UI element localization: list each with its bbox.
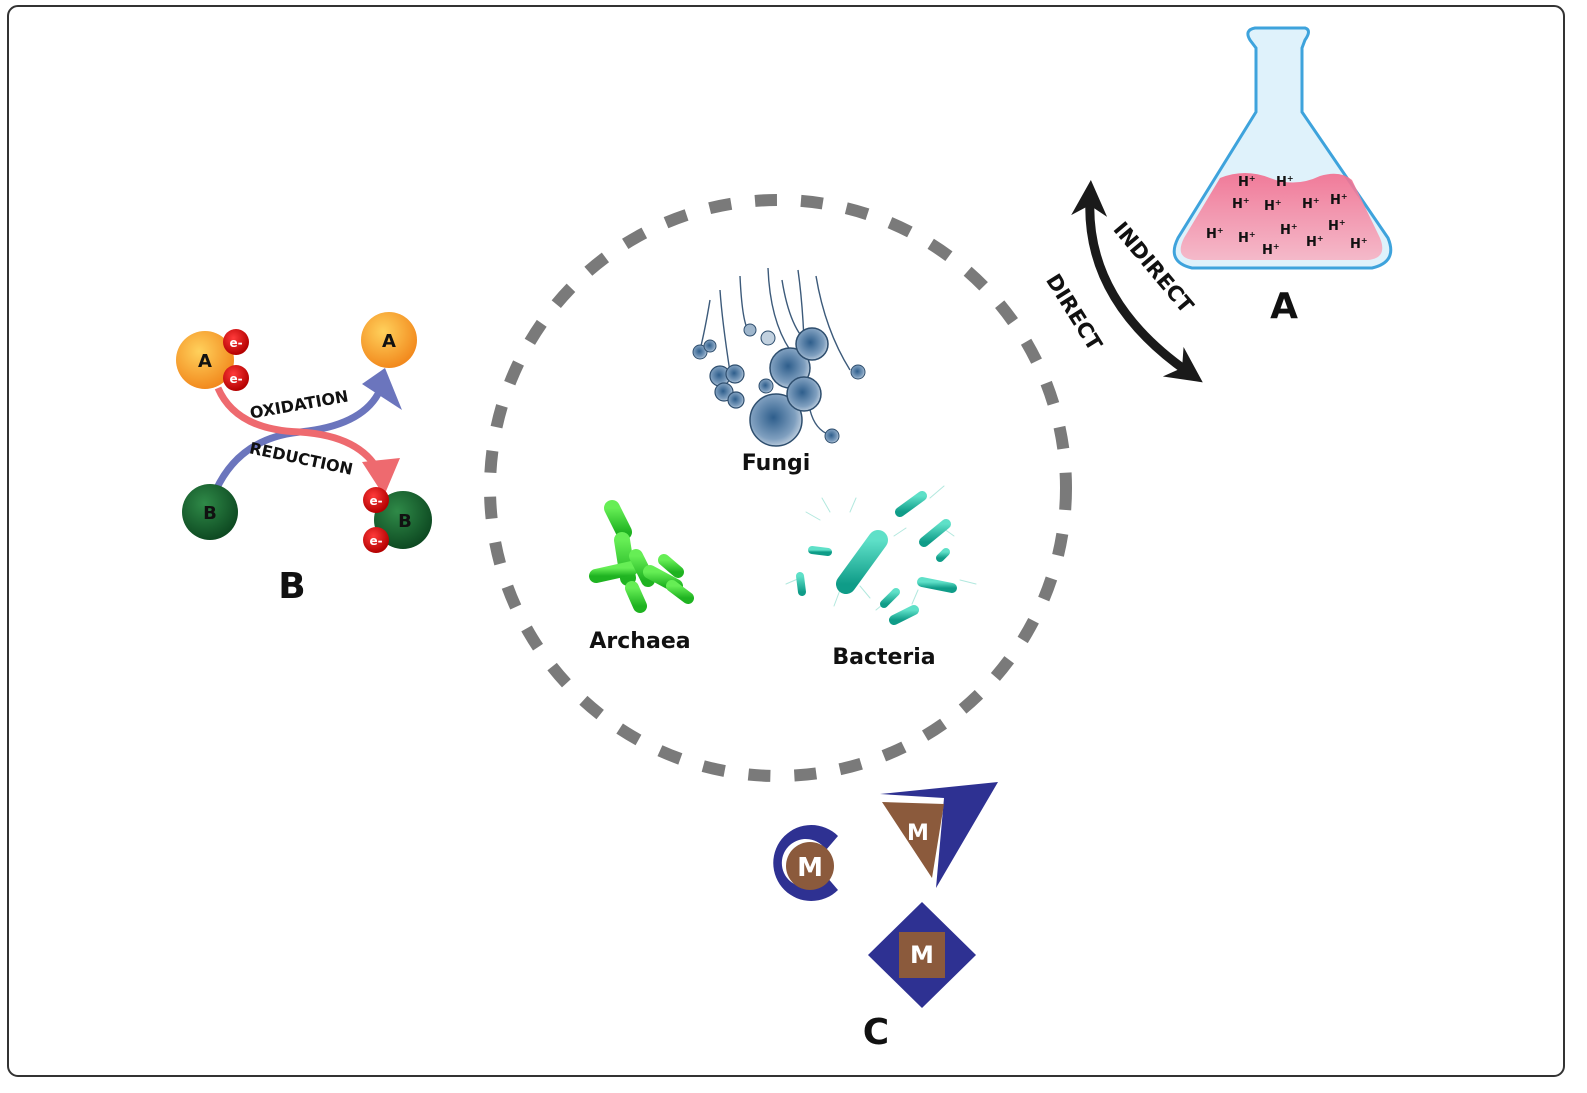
h-ion: H+ xyxy=(1330,192,1348,208)
species-b-oxidized xyxy=(182,484,238,540)
h-ion: H+ xyxy=(1264,198,1282,214)
bacteria-label: Bacteria xyxy=(832,645,935,670)
fungi-icon xyxy=(692,267,866,447)
species-b-reduced xyxy=(374,491,432,549)
flask-group: H+ H+ H+ H+ H+ H+ H+ H+ H+ H+ H+ H+ H+ xyxy=(1172,26,1393,270)
archaea-label: Archaea xyxy=(589,629,690,654)
mediator-label: M xyxy=(907,821,929,846)
electron xyxy=(363,487,389,513)
h-ion: H+ xyxy=(1206,226,1224,242)
bacteria-icon xyxy=(785,485,977,625)
electron xyxy=(223,329,249,355)
species-b-label: B xyxy=(203,503,217,524)
h-ion: H+ xyxy=(1276,174,1294,190)
oxidation-arrow-head xyxy=(362,368,402,410)
h-ion: H+ xyxy=(1238,174,1256,190)
species-a-label: A xyxy=(198,351,212,372)
electron-label: e- xyxy=(369,494,382,508)
h-ion: H+ xyxy=(1262,242,1280,258)
electron xyxy=(223,365,249,391)
mediator-diamond-shape: M xyxy=(868,902,976,1008)
panel-label-a: A xyxy=(1270,286,1298,327)
electron-label: e- xyxy=(229,336,242,350)
h-ion: H+ xyxy=(1306,234,1324,250)
electron-label: e- xyxy=(229,372,242,386)
reduction-arrow xyxy=(214,386,384,476)
species-a-label: A xyxy=(382,331,396,352)
archaea-icon xyxy=(589,500,723,613)
microbe-boundary-circle xyxy=(484,194,1072,782)
h-ion: H+ xyxy=(1232,196,1250,212)
electron-label: e- xyxy=(369,534,382,548)
species-b-label: B xyxy=(398,511,412,532)
species-a-reduced xyxy=(176,331,234,389)
flask-liquid xyxy=(1180,173,1383,260)
h-ion: H+ xyxy=(1280,222,1298,238)
panel-label-c: C xyxy=(863,1012,889,1053)
reduction-arrow-head xyxy=(362,458,400,496)
mediator-label: M xyxy=(797,853,823,883)
hydrogen-ions: H+ H+ H+ H+ H+ H+ H+ H+ H+ H+ H+ H+ H+ xyxy=(1206,174,1368,258)
h-ion: H+ xyxy=(1302,196,1320,212)
mediator-triangle-shape: M xyxy=(880,782,998,888)
h-ion: H+ xyxy=(1328,218,1346,234)
mediator-c-shape: M xyxy=(773,825,838,901)
h-ion: H+ xyxy=(1350,236,1368,252)
indirect-direct-arrow xyxy=(1071,180,1203,383)
panel-label-b: B xyxy=(278,566,305,607)
h-ion: H+ xyxy=(1238,230,1256,246)
mediator-label: M xyxy=(910,941,934,969)
electron xyxy=(363,527,389,553)
species-a-oxidized xyxy=(361,312,417,368)
fungi-label: Fungi xyxy=(742,451,811,476)
